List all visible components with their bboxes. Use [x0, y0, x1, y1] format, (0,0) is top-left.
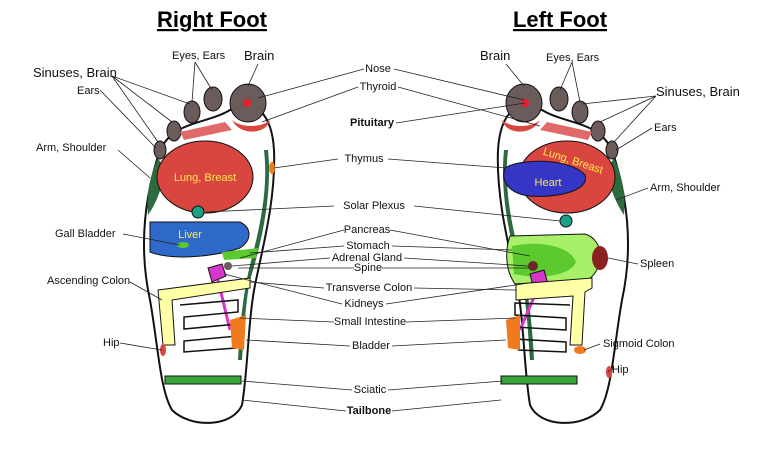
- leader-lines: [99, 61, 657, 412]
- right-toe-bar: [180, 122, 232, 140]
- right-thymus-zone: [269, 162, 275, 174]
- left-adrenal-zone: [528, 261, 538, 271]
- left-colon-zone: [515, 277, 593, 346]
- right-lung-breast-label: Lung, Breast: [174, 172, 236, 184]
- right-ears-label: Ears: [77, 85, 100, 97]
- solar-plexus-label: Solar Plexus: [343, 200, 405, 212]
- transverse-colon-label: Transverse Colon: [326, 282, 412, 294]
- right-bladder-zone: [230, 315, 246, 350]
- gall-bladder-label: Gall Bladder: [55, 228, 116, 240]
- ascending-colon-label: Ascending Colon: [47, 275, 130, 287]
- right-kidney-zone: [207, 263, 227, 283]
- right-brain-label: Brain: [244, 48, 274, 63]
- sciatic-label: Sciatic: [354, 384, 387, 396]
- thyroid-label: Thyroid: [360, 81, 397, 93]
- pituitary-label: Pituitary: [350, 117, 395, 129]
- left-hip-label: Hip: [612, 364, 629, 376]
- left-sciatic-zone: [500, 375, 578, 385]
- left-small-intestine-zone: [514, 302, 571, 353]
- right-toe-small: [153, 140, 167, 160]
- left-arm-shoulder-label: Arm, Shoulder: [650, 182, 721, 194]
- left-pancreas-zone: [512, 243, 576, 277]
- right-stomach-zone: [222, 248, 258, 260]
- left-brain-label: Brain: [480, 48, 510, 63]
- right-hip-zone: [160, 344, 166, 356]
- right-big-toe-base: [232, 120, 270, 132]
- stomach-label: Stomach: [346, 240, 389, 252]
- right-liver-zone: [149, 221, 250, 258]
- right-toe-3: [183, 100, 201, 124]
- right-sinuses-brain-label: Sinuses, Brain: [33, 65, 117, 80]
- right-hip-label: Hip: [103, 337, 120, 349]
- thymus-label: Thymus: [344, 153, 384, 165]
- right-foot: Lung, Breast Liver: [142, 83, 276, 424]
- left-toe-small: [605, 140, 619, 160]
- right-arm-shoulder-label: Arm, Shoulder: [36, 142, 107, 154]
- left-heart-label: Heart: [535, 177, 562, 189]
- spine-label: Spine: [354, 262, 382, 274]
- left-toe-bar: [540, 122, 592, 140]
- small-intestine-label: Small Intestine: [334, 316, 406, 328]
- tailbone-label: Tailbone: [347, 405, 391, 417]
- right-liver-label: Liver: [178, 229, 202, 241]
- right-small-intestine-zone: [179, 299, 239, 353]
- bladder-label: Bladder: [352, 340, 390, 352]
- left-toe-2: [549, 86, 569, 112]
- right-gall-bladder-zone: [177, 242, 189, 248]
- nose-label: Nose: [365, 63, 391, 75]
- left-toe-3: [571, 100, 589, 124]
- left-sinuses-brain-label: Sinuses, Brain: [656, 84, 740, 99]
- right-toe-4: [166, 120, 182, 142]
- right-lung-breast-zone: [156, 140, 254, 214]
- adrenal-gland-label: Adrenal Gland: [332, 252, 402, 264]
- right-foot-title: Right Foot: [157, 7, 268, 32]
- left-heart-zone: [503, 160, 586, 197]
- left-eyes-ears-label: Eyes, Ears: [546, 52, 600, 64]
- left-foot-title: Left Foot: [513, 7, 608, 32]
- left-ears-label: Ears: [654, 122, 677, 134]
- right-eyes-ears-label: Eyes, Ears: [172, 50, 226, 62]
- left-sigmoid-zone: [574, 346, 586, 354]
- pancreas-label: Pancreas: [344, 224, 391, 236]
- left-toe-4: [590, 120, 606, 142]
- right-pituitary-point: [243, 99, 251, 107]
- right-solar-plexus-zone: [191, 205, 205, 219]
- kidneys-label: Kidneys: [344, 298, 384, 310]
- right-sciatic-zone: [164, 375, 242, 385]
- sigmoid-colon-label: Sigmoid Colon: [603, 338, 675, 350]
- left-big-toe-base: [502, 120, 540, 132]
- right-toe-2: [203, 86, 223, 112]
- left-spleen-zone: [592, 246, 608, 270]
- right-adrenal-zone: [224, 262, 232, 270]
- spleen-label: Spleen: [640, 258, 674, 270]
- left-hip-zone: [606, 366, 612, 378]
- left-bladder-zone: [506, 315, 520, 350]
- left-foot: Lung, Breast Heart: [496, 83, 630, 424]
- left-solar-plexus-zone: [559, 214, 573, 228]
